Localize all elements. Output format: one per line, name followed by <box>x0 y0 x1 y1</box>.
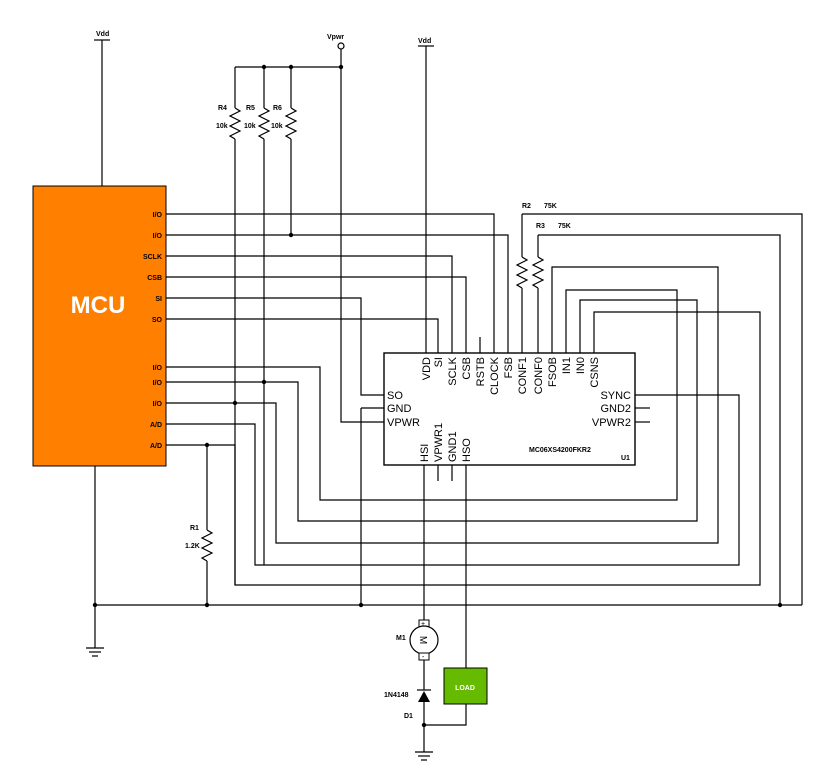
mcu-pin-labels: I/O I/O SCLK CSB SI SO I/O I/O I/O A/D A/D <box>143 212 163 450</box>
ic-pin-vpwr2: VPWR2 <box>592 417 631 429</box>
wire-r2-gnd <box>522 213 803 605</box>
bottom-ground-symbol <box>415 751 433 761</box>
vpwr-to-ic <box>340 67 386 423</box>
ic-top-pin-label: FSOB <box>547 357 559 387</box>
ic-bottom-pin-label: HSI <box>419 444 431 462</box>
wire-in0 <box>166 299 698 522</box>
ic-top-pin-label: CONF0 <box>533 357 545 394</box>
load-to-gnd <box>424 704 467 726</box>
motor-letter: M <box>417 636 428 644</box>
mcu-pin-label: I/O <box>153 401 163 408</box>
ic-pin-so: SO <box>387 390 403 402</box>
load-label: LOAD <box>455 685 475 692</box>
ic-top-pin-label: CSNS <box>589 357 601 388</box>
ic-body <box>383 352 636 466</box>
ic-top-pin-label: CLOCK <box>489 356 501 395</box>
ic-bottom-pin-label: GND1 <box>447 431 459 462</box>
mcu-pin-label: CSB <box>147 275 162 282</box>
r6-value: 10k <box>271 123 283 130</box>
r4-value: 10k <box>216 123 228 130</box>
mcu-pin-label: I/O <box>153 380 163 387</box>
wire-io1-clock <box>166 213 495 353</box>
r5-resistor <box>257 107 271 140</box>
diode-part: 1N4148 <box>384 692 409 699</box>
mcu-pin-label: A/D <box>150 422 162 429</box>
ic-top-pin-label: FSB <box>503 357 515 378</box>
r1-name: R1 <box>190 525 199 532</box>
motor-ref: M1 <box>396 635 406 642</box>
wire-r3-gnd <box>538 234 781 605</box>
ic-pin-gnd2: GND2 <box>600 403 631 415</box>
wire-csb <box>166 276 467 353</box>
junction-dot <box>288 232 294 238</box>
r3-name: R3 <box>536 223 545 230</box>
r5-value: 10k <box>244 123 256 130</box>
wire-fsob <box>166 266 719 544</box>
mcu-ground-symbol <box>86 647 104 657</box>
wire-ad1 <box>166 423 264 566</box>
wire-sclk <box>166 255 453 353</box>
r1-resistor <box>200 529 214 562</box>
motor-minus: - <box>422 654 425 661</box>
r2-resistor <box>515 256 529 289</box>
wire-in1 <box>166 289 678 501</box>
diode-ref: D1 <box>404 713 413 720</box>
ic-top-pin-label: RSTB <box>475 357 487 386</box>
ic-pin-sync: SYNC <box>600 390 631 402</box>
wire-ad2-r1 <box>166 444 208 530</box>
mcu-title: MCU <box>71 292 126 319</box>
vpwr-label: Vpwr <box>327 34 344 41</box>
ic-top-pin-label: CONF1 <box>517 357 529 394</box>
ic-top-pin-label: CSB <box>461 357 473 380</box>
wire-csns <box>207 311 761 586</box>
r1-value: 1.2K <box>185 543 200 550</box>
mcu-pin-label: I/O <box>153 365 163 372</box>
r6-resistor <box>284 107 298 140</box>
vdd-mid-label: Vdd <box>418 38 431 45</box>
ic-bottom-pin-label: VPWR1 <box>433 423 445 462</box>
r4-resistor <box>228 107 242 140</box>
mcu-pin-label: A/D <box>150 443 162 450</box>
wire-io2-fsb <box>166 234 509 353</box>
junction-dot <box>232 400 238 406</box>
diode-symbol <box>418 691 430 702</box>
wire-si-so <box>166 297 386 396</box>
ic-pin-vpwr: VPWR <box>387 417 420 429</box>
ic-top-pin-label: IN0 <box>575 357 587 374</box>
mcu-pin-label: SCLK <box>143 254 162 261</box>
r2-value: 75K <box>544 203 557 210</box>
wire-so-si <box>166 318 439 353</box>
motor-plus: + <box>421 621 425 628</box>
ic-top-pin-label: IN1 <box>561 357 573 374</box>
ic-part-number: MC06XS4200FKR2 <box>529 447 591 454</box>
junction-dot <box>261 379 267 385</box>
r6-name: R6 <box>273 105 282 112</box>
load-block <box>443 667 488 705</box>
mcu-pin-label: I/O <box>153 212 163 219</box>
r5-name: R5 <box>246 105 255 112</box>
mcu-block <box>32 185 167 467</box>
mcu-pin-label: SO <box>152 317 163 324</box>
junction-dot <box>92 602 98 608</box>
ic-top-pin-label: SCLK <box>447 356 459 385</box>
ic-bottom-pin-label: HSO <box>461 438 473 462</box>
r3-value: 75K <box>558 223 571 230</box>
r3-resistor <box>531 256 545 289</box>
ic-top-pin-label: VDD <box>421 357 433 380</box>
mcu-pin-label: I/O <box>153 233 163 240</box>
r2-name: R2 <box>522 203 531 210</box>
r4-name: R4 <box>218 105 227 112</box>
ic-pin-gnd: GND <box>387 403 412 415</box>
mcu-pin-label: SI <box>155 296 162 303</box>
vdd-left-label: Vdd <box>96 31 109 38</box>
wire-sync <box>264 394 740 566</box>
vpwr-terminal <box>337 42 345 50</box>
ic-ref: U1 <box>621 455 630 462</box>
ic-top-pin-label: SI <box>433 357 445 367</box>
